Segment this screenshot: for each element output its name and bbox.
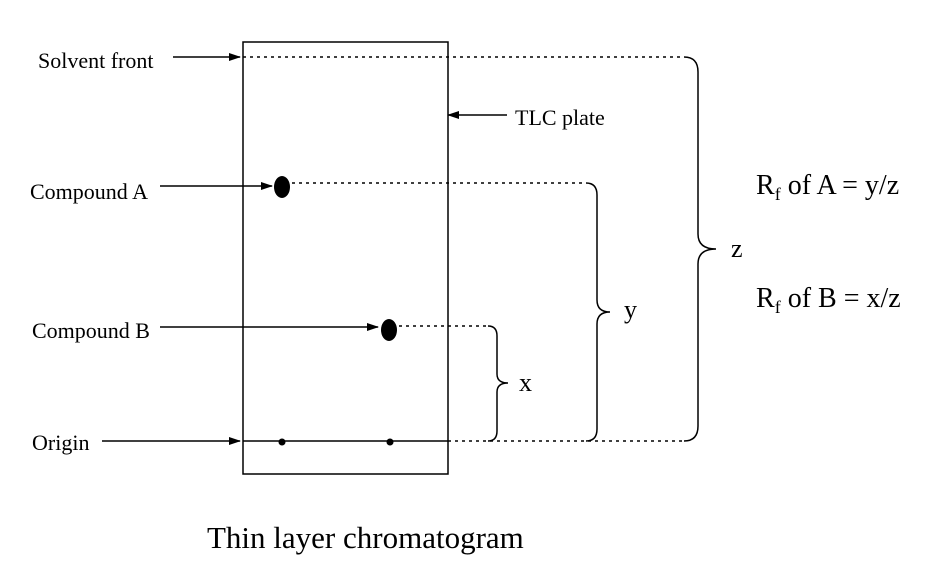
rf-a-subscript: f [775,184,781,204]
rf-b-prefix: R [756,283,775,314]
dotted-guides [243,56,684,442]
solvent-front-label: Solvent front [38,48,154,73]
origin-dot-a [278,438,286,446]
z-distance-label: z [731,234,743,263]
rf-a-formula: Rf of A = y/z [756,170,899,204]
compound-b-label: Compound B [32,318,150,343]
origin-dot-b [386,438,394,446]
compound-b-spot [381,319,397,341]
z-brace [683,56,717,442]
tlc-plate [242,41,449,475]
tlc-plate-label: TLC plate [515,105,605,130]
rf-a-text: of A = y/z [781,170,899,201]
rf-a-prefix: R [756,170,775,201]
compound-a-spot [274,176,290,198]
rf-b-formula: Rf of B = x/z [756,283,901,317]
y-distance-label: y [624,295,637,324]
origin-label: Origin [32,430,89,455]
x-distance-label: x [519,368,532,397]
diagram-caption: Thin layer chromatogram [207,520,524,555]
y-brace [585,182,611,442]
x-brace [487,325,509,442]
rf-b-text: of B = x/z [781,283,901,314]
compound-a-label: Compound A [30,179,148,204]
rf-b-subscript: f [775,297,781,317]
